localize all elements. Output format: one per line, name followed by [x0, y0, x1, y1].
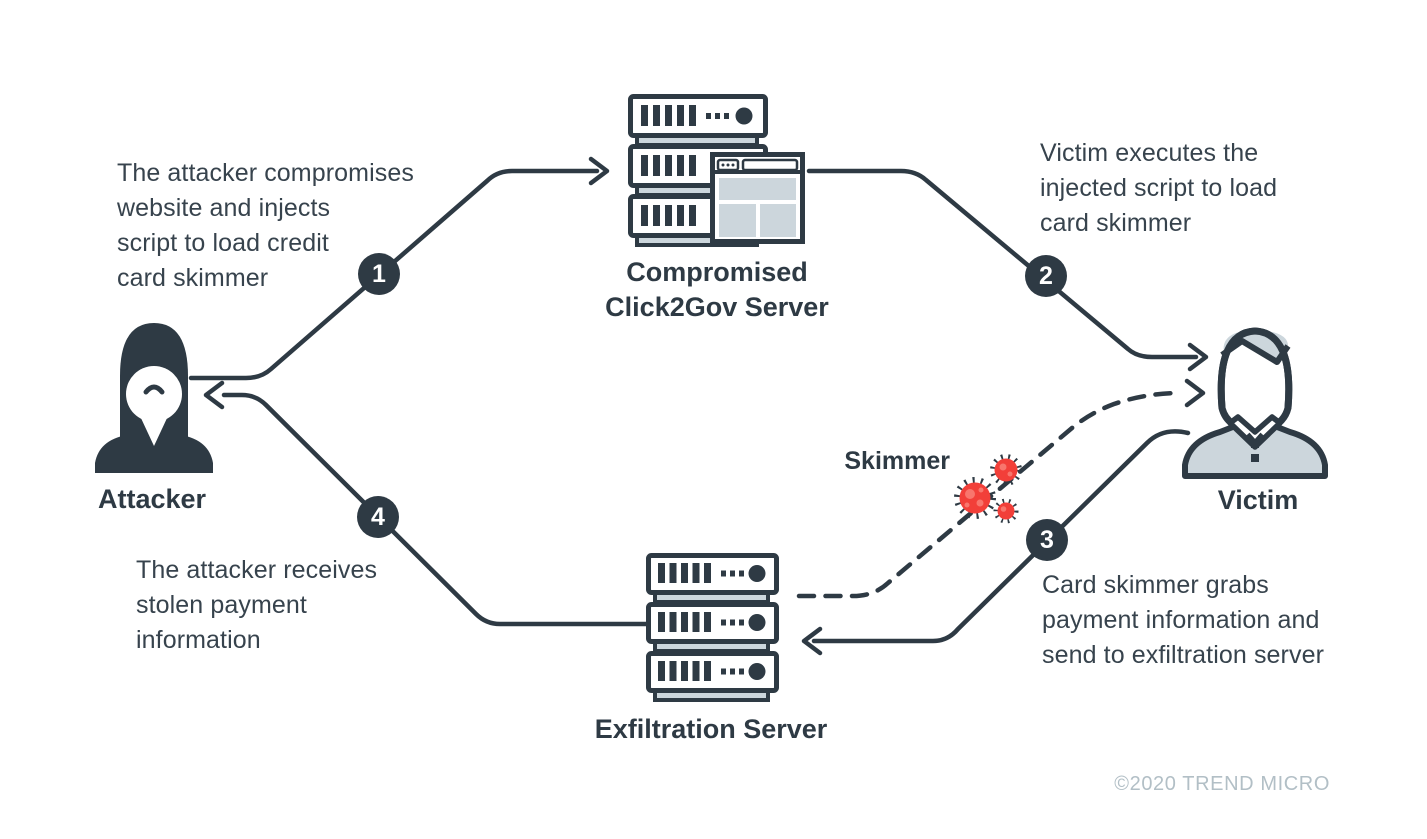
step-3-description: Card skimmer grabs payment information a… [1042, 571, 1324, 669]
step-1-number: 1 [372, 259, 386, 288]
arrowhead-2-icon [1187, 342, 1209, 372]
compromised-server-label: Compromised Click2Gov Server [605, 257, 829, 322]
skimmer-dashed-path [796, 390, 1184, 599]
skimmer-label: Skimmer [844, 447, 950, 475]
step-4-description: The attacker receives stolen payment inf… [136, 556, 378, 654]
arrowhead-1-icon [588, 156, 610, 186]
victim-icon [1182, 327, 1328, 479]
exfiltration-server-label: Exfiltration Server [594, 714, 828, 744]
step-1-description: The attacker compromises website and inj… [117, 159, 414, 292]
step-1-badge: 1 [358, 253, 400, 295]
attacker-icon [95, 323, 213, 473]
attacker-label: Attacker [97, 484, 207, 514]
step-3-badge: 3 [1026, 519, 1068, 561]
copyright-text: ©2020 TREND MICRO [1114, 773, 1330, 795]
step-4-badge: 4 [357, 496, 399, 538]
skimmer-virus-icon [954, 454, 1022, 524]
exfiltration-server-icon [646, 553, 779, 702]
victim-label: Victim [1217, 485, 1299, 515]
step-3-number: 3 [1040, 525, 1054, 554]
arrowhead-dashed-icon [1184, 378, 1206, 408]
arrowhead-3-icon [801, 626, 823, 656]
step-4-number: 4 [371, 502, 385, 531]
flow-line-3 [811, 429, 1191, 644]
browser-window-icon [710, 152, 805, 244]
step-2-number: 2 [1039, 261, 1053, 290]
step-2-badge: 2 [1025, 255, 1067, 297]
arrowhead-4-icon [203, 380, 225, 410]
compromised-server-icon [628, 94, 805, 247]
step-2-description: Victim executes the injected script to l… [1040, 139, 1278, 237]
